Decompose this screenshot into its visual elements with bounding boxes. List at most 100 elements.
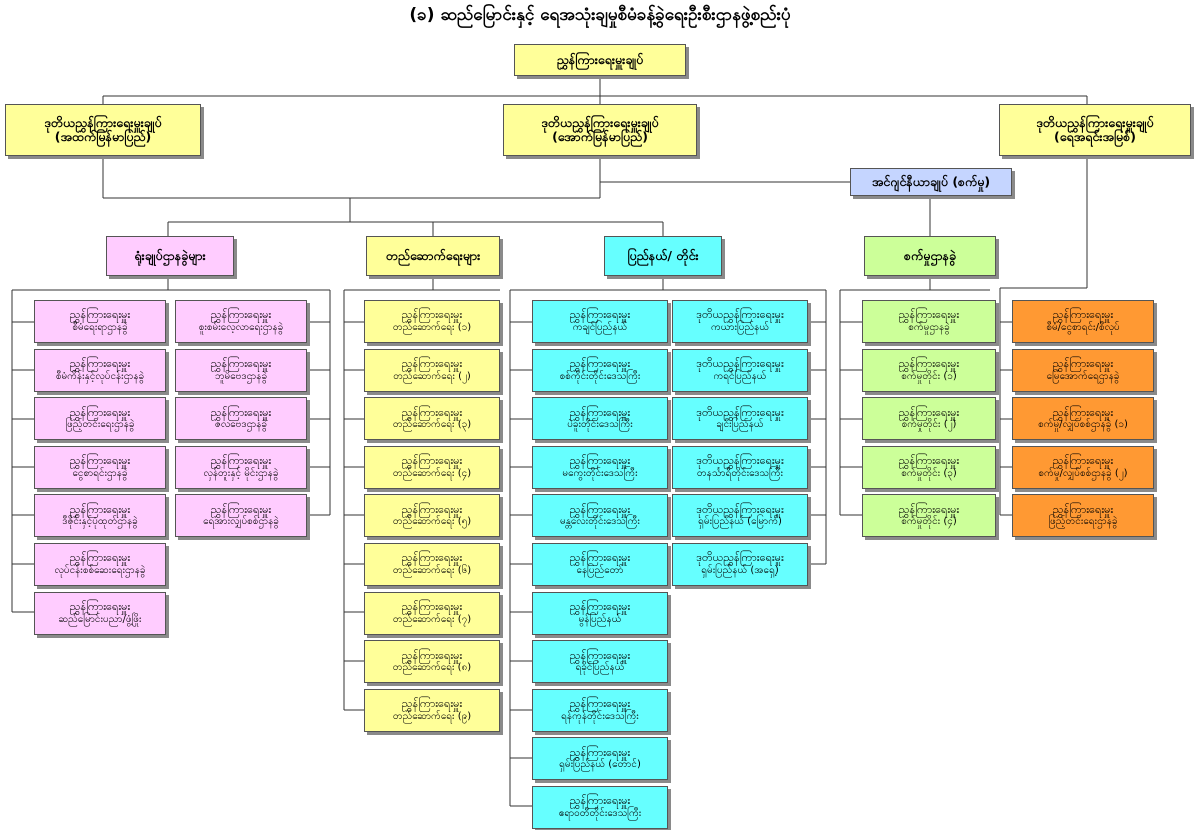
unit-name: ရှမ်းပြည်နယ် (တောင်) <box>559 759 641 771</box>
unit-name: စက်မှုတိုင်း (၁) <box>901 370 957 382</box>
unit-name: ဧရာဝတီတိုင်းဒေသကြီး <box>558 808 642 820</box>
unit-name: တည်ဆောက်ရေး (၅) <box>392 516 472 528</box>
region-unit-deputy-box: ဒုတိယညွှန်ကြားရေးမှူးချင်းပြည်နယ် <box>672 397 808 441</box>
unit-title: ညွှန်ကြားရေးမှူး <box>569 600 631 614</box>
unit-name: ရန်ကုန်တိုင်းဒေသကြီး <box>561 710 639 722</box>
region-unit-box: ညွှန်ကြားရေးမှူးကချင်ပြည်နယ် <box>532 300 668 343</box>
unit-title: ညွှန်ကြားရေးမှူး <box>210 405 272 419</box>
unit-name: ဖြည့်တင်းရေးဌာနခွဲ <box>1048 516 1118 528</box>
unit-name: ကချင်ပြည်နယ် <box>572 322 628 334</box>
unit-title: ညွှန်ကြားရေးမှူး <box>401 600 463 614</box>
unit-title: ညွှန်ကြားရေးမှူး <box>569 502 631 516</box>
water-unit-box: ညွှန်ကြားရေးမှူးဖြည့်တင်းရေးဌာနခွဲ <box>1012 494 1154 538</box>
unit-title: ညွှန်ကြားရေးမှူး <box>401 357 463 371</box>
unit-name: တည်ဆောက်ရေး (၄) <box>392 467 472 479</box>
unit-name: တည်ဆောက်ရေး (၂) <box>393 370 471 382</box>
hq-unit-box: ညွှန်ကြားရေးမှူးဆည်မြောင်းပညာ/ဖွံ့ဖြိုး <box>34 591 166 635</box>
unit-name: ဖြည့်တင်းရေးဌာနခွဲ <box>65 419 135 431</box>
construction-unit-box: ညွှန်ကြားရေးမှူးတည်ဆောက်ရေး (၃) <box>364 397 500 441</box>
unit-title: ညွှန်ကြားရေးမှူး <box>1052 454 1114 468</box>
unit-title: ညွှန်ကြားရေးမှူး <box>69 502 131 516</box>
unit-title: ညွှန်ကြားရေးမှူး <box>401 502 463 516</box>
unit-title: ညွှန်ကြားရေးမှူး <box>569 454 631 468</box>
construction-unit-box: ညွှန်ကြားရေးမှူးတည်ဆောက်ရေး (၄) <box>364 445 500 489</box>
region-unit-box: ညွှန်ကြားရေးမှူးရန်ကုန်တိုင်းဒေသကြီး <box>532 688 668 732</box>
mech-unit-box: ညွှန်ကြားရေးမှူးစက်မှုဌာနခွဲ <box>862 300 996 343</box>
unit-title: ညွှန်ကြားရေးမှူး <box>569 405 631 419</box>
unit-name: နေပြည်တော် <box>576 565 624 577</box>
unit-title: ညွှန်ကြားရေးမှူး <box>569 794 631 808</box>
unit-title: ညွှန်ကြားရေးမှူး <box>898 454 960 468</box>
unit-title: ညွှန်ကြားရေးမှူး <box>1052 502 1114 516</box>
construction-unit-box: ညွှန်ကြားရေးမှူးတည်ဆောက်ရေး (၆) <box>364 543 500 586</box>
unit-name: ရခိုင်ပြည်နယ် <box>575 662 625 674</box>
group-region-box: ပြည်နယ်/ တိုင်း <box>604 236 722 276</box>
chief-engineer-box: အင်ဂျင်နီယာချုပ် (စက်မှု) <box>850 168 1012 196</box>
chief-engineer-label: အင်ဂျင်နီယာချုပ် (စက်မှု) <box>871 173 991 189</box>
unit-name: ငွေစာရင်းဌာနခွဲ <box>72 467 128 479</box>
hq-unit-box: ညွှန်ကြားရေးမှူးလှန်တူးနှင့် မိုင်းဌာနခွ… <box>175 445 307 489</box>
deputy-scope: (အထက်မြန်မာပြည်) <box>54 129 152 144</box>
region-unit-box: ညွှန်ကြားရေးမှူးနေပြည်တော် <box>532 543 668 586</box>
unit-name: တည်ဆောက်ရေး (၆) <box>392 565 472 577</box>
hq-unit-box: ညွှန်ကြားရေးမှူးဇလဗေဒဌာနခွဲ <box>175 397 307 441</box>
hq-unit-box: ညွှန်ကြားရေးမှူးဖြည့်တင်းရေးဌာနခွဲ <box>34 397 166 441</box>
unit-title: ဒုတိယညွှန်ကြားရေးမှူး <box>696 308 784 322</box>
region-unit-box: ညွှန်ကြားရေးမှူးမကွေးတိုင်းဒေသကြီး <box>532 445 668 489</box>
water-unit-box: ညွှန်ကြားရေးမှူးစက်မှု/လျှပ်စစ်ဌာနခွဲ (၂… <box>1012 445 1154 489</box>
unit-name: မန္တလေးတိုင်းဒေသကြီး <box>560 516 640 528</box>
unit-title: ညွှန်ကြားရေးမှူး <box>569 308 631 322</box>
unit-title: ညွှန်ကြားရေးမှူး <box>210 357 272 371</box>
hq-unit-box: ညွှန်ကြားရေးမှူးစီမံကိန်းနှင့်လုပ်ငန်းဌာ… <box>34 348 166 392</box>
unit-name: စီမံကိန်းနှင့်လုပ်ငန်းဌာနခွဲ <box>55 370 145 382</box>
unit-title: ညွှန်ကြားရေးမှူး <box>898 405 960 419</box>
unit-title: ညွှန်ကြားရေးမှူး <box>210 454 272 468</box>
hq-unit-box: ညွှန်ကြားရေးမှူးဘူမိဗေဒဌာနခွဲ <box>175 348 307 392</box>
region-unit-deputy-box: ဒုတိယညွှန်ကြားရေးမှူးတနင်္သာရီတိုင်းဒေသက… <box>672 445 808 489</box>
unit-title: ညွှန်ကြားရေးမှူး <box>401 551 463 565</box>
unit-title: ညွှန်ကြားရေးမှူး <box>69 454 131 468</box>
deputy-title: ဒုတိယညွှန်ကြားရေးမှူးချုပ် <box>44 114 162 130</box>
unit-name: မြေအောက်ရေဌာနခွဲ <box>1046 370 1120 382</box>
region-unit-box: ညွှန်ကြားရေးမှူးပဲခူးတိုင်းဒေသကြီး <box>532 397 668 441</box>
unit-title: ဒုတိယညွှန်ကြားရေးမှူး <box>696 405 784 419</box>
mech-unit-box: ညွှန်ကြားရေးမှူးစက်မှုတိုင်း (၁) <box>862 348 996 392</box>
unit-name: တည်ဆောက်ရေး (၁) <box>392 322 472 334</box>
mech-unit-box: ညွှန်ကြားရေးမှူးစက်မှုတိုင်း (၄) <box>862 494 996 538</box>
unit-name: ကရင်ပြည်နယ် <box>713 370 767 382</box>
unit-name: ရှမ်းပြည်နယ် (မြောက်) <box>698 516 782 528</box>
region-unit-box: ညွှန်ကြားရေးမှူးစစ်ကိုင်းတိုင်းဒေသကြီး <box>532 348 668 392</box>
unit-title: ဒုတိယညွှန်ကြားရေးမှူး <box>696 357 784 371</box>
unit-name: မွန်ပြည်နယ် <box>578 613 622 625</box>
unit-title: ညွှန်ကြားရေးမှူး <box>69 551 131 565</box>
unit-name: လုပ်ငန်းစစ်ဆေးရေးဌာနခွဲ <box>54 565 146 577</box>
water-unit-box: ညွှန်ကြားရေးမှူးစက်မှု/လျှပ်စစ်ဌာနခွဲ (၁… <box>1012 397 1154 441</box>
deputy-dg-upper-box: ဒုတိယညွှန်ကြားရေးမှူးချုပ် (အထက်မြန်မာပြ… <box>5 104 201 156</box>
hq-unit-box: ညွှန်ကြားရေးမှူးစီမံရေးရာဌာနခွဲ <box>34 300 166 343</box>
unit-name: စက်မှုတိုင်း (၂) <box>901 419 957 431</box>
deputy-scope: (ရေအရင်းအမြစ်) <box>1054 129 1136 144</box>
region-unit-box: ညွှန်ကြားရေးမှူးမွန်ပြည်နယ် <box>532 591 668 635</box>
unit-title: ညွှန်ကြားရေးမှူး <box>569 697 631 711</box>
unit-title: ညွှန်ကြားရေးမှူး <box>569 551 631 565</box>
unit-title: ညွှန်ကြားရေးမှူး <box>569 648 631 662</box>
unit-name: ပဲခူးတိုင်းဒေသကြီး <box>567 419 633 431</box>
unit-name: တနင်္သာရီတိုင်းဒေသကြီး <box>696 467 784 479</box>
unit-name: လှန်တူးနှင့် မိုင်းဌာနခွဲ <box>203 467 279 479</box>
construction-unit-box: ညွှန်ကြားရေးမှူးတည်ဆောက်ရေး (၁) <box>364 300 500 343</box>
unit-name: စစ်ကိုင်းတိုင်းဒေသကြီး <box>559 370 641 382</box>
unit-title: ညွှန်ကြားရေးမှူး <box>401 308 463 322</box>
unit-title: ဒုတိယညွှန်ကြားရေးမှူး <box>696 454 784 468</box>
unit-name: ရေအားလျှပ်စစ်ဌာနခွဲ <box>203 516 279 528</box>
unit-title: ညွှန်ကြားရေးမှူး <box>69 405 131 419</box>
deputy-title: ဒုတိယညွှန်ကြားရေးမှူးချုပ် <box>541 114 659 130</box>
hq-unit-box: ညွှန်ကြားရေးမှူးစူးစမ်းလေ့လာရေးဌာနခွဲ <box>175 300 307 343</box>
unit-name: စူးစမ်းလေ့လာရေးဌာနခွဲ <box>198 322 284 334</box>
unit-name: စက်မှု/လျှပ်စစ်ဌာနခွဲ (၂) <box>1038 467 1128 479</box>
unit-title: ညွှန်ကြားရေးမှူး <box>401 648 463 662</box>
unit-title: ညွှန်ကြားရေးမှူး <box>69 600 131 614</box>
unit-title: ညွှန်ကြားရေးမှူး <box>401 697 463 711</box>
region-unit-box: ညွှန်ကြားရေးမှူးဧရာဝတီတိုင်းဒေသကြီး <box>532 786 668 829</box>
group-region-label: ပြည်နယ်/ တိုင်း <box>627 247 699 263</box>
unit-name: စက်မှုဌာနခွဲ <box>908 322 950 334</box>
